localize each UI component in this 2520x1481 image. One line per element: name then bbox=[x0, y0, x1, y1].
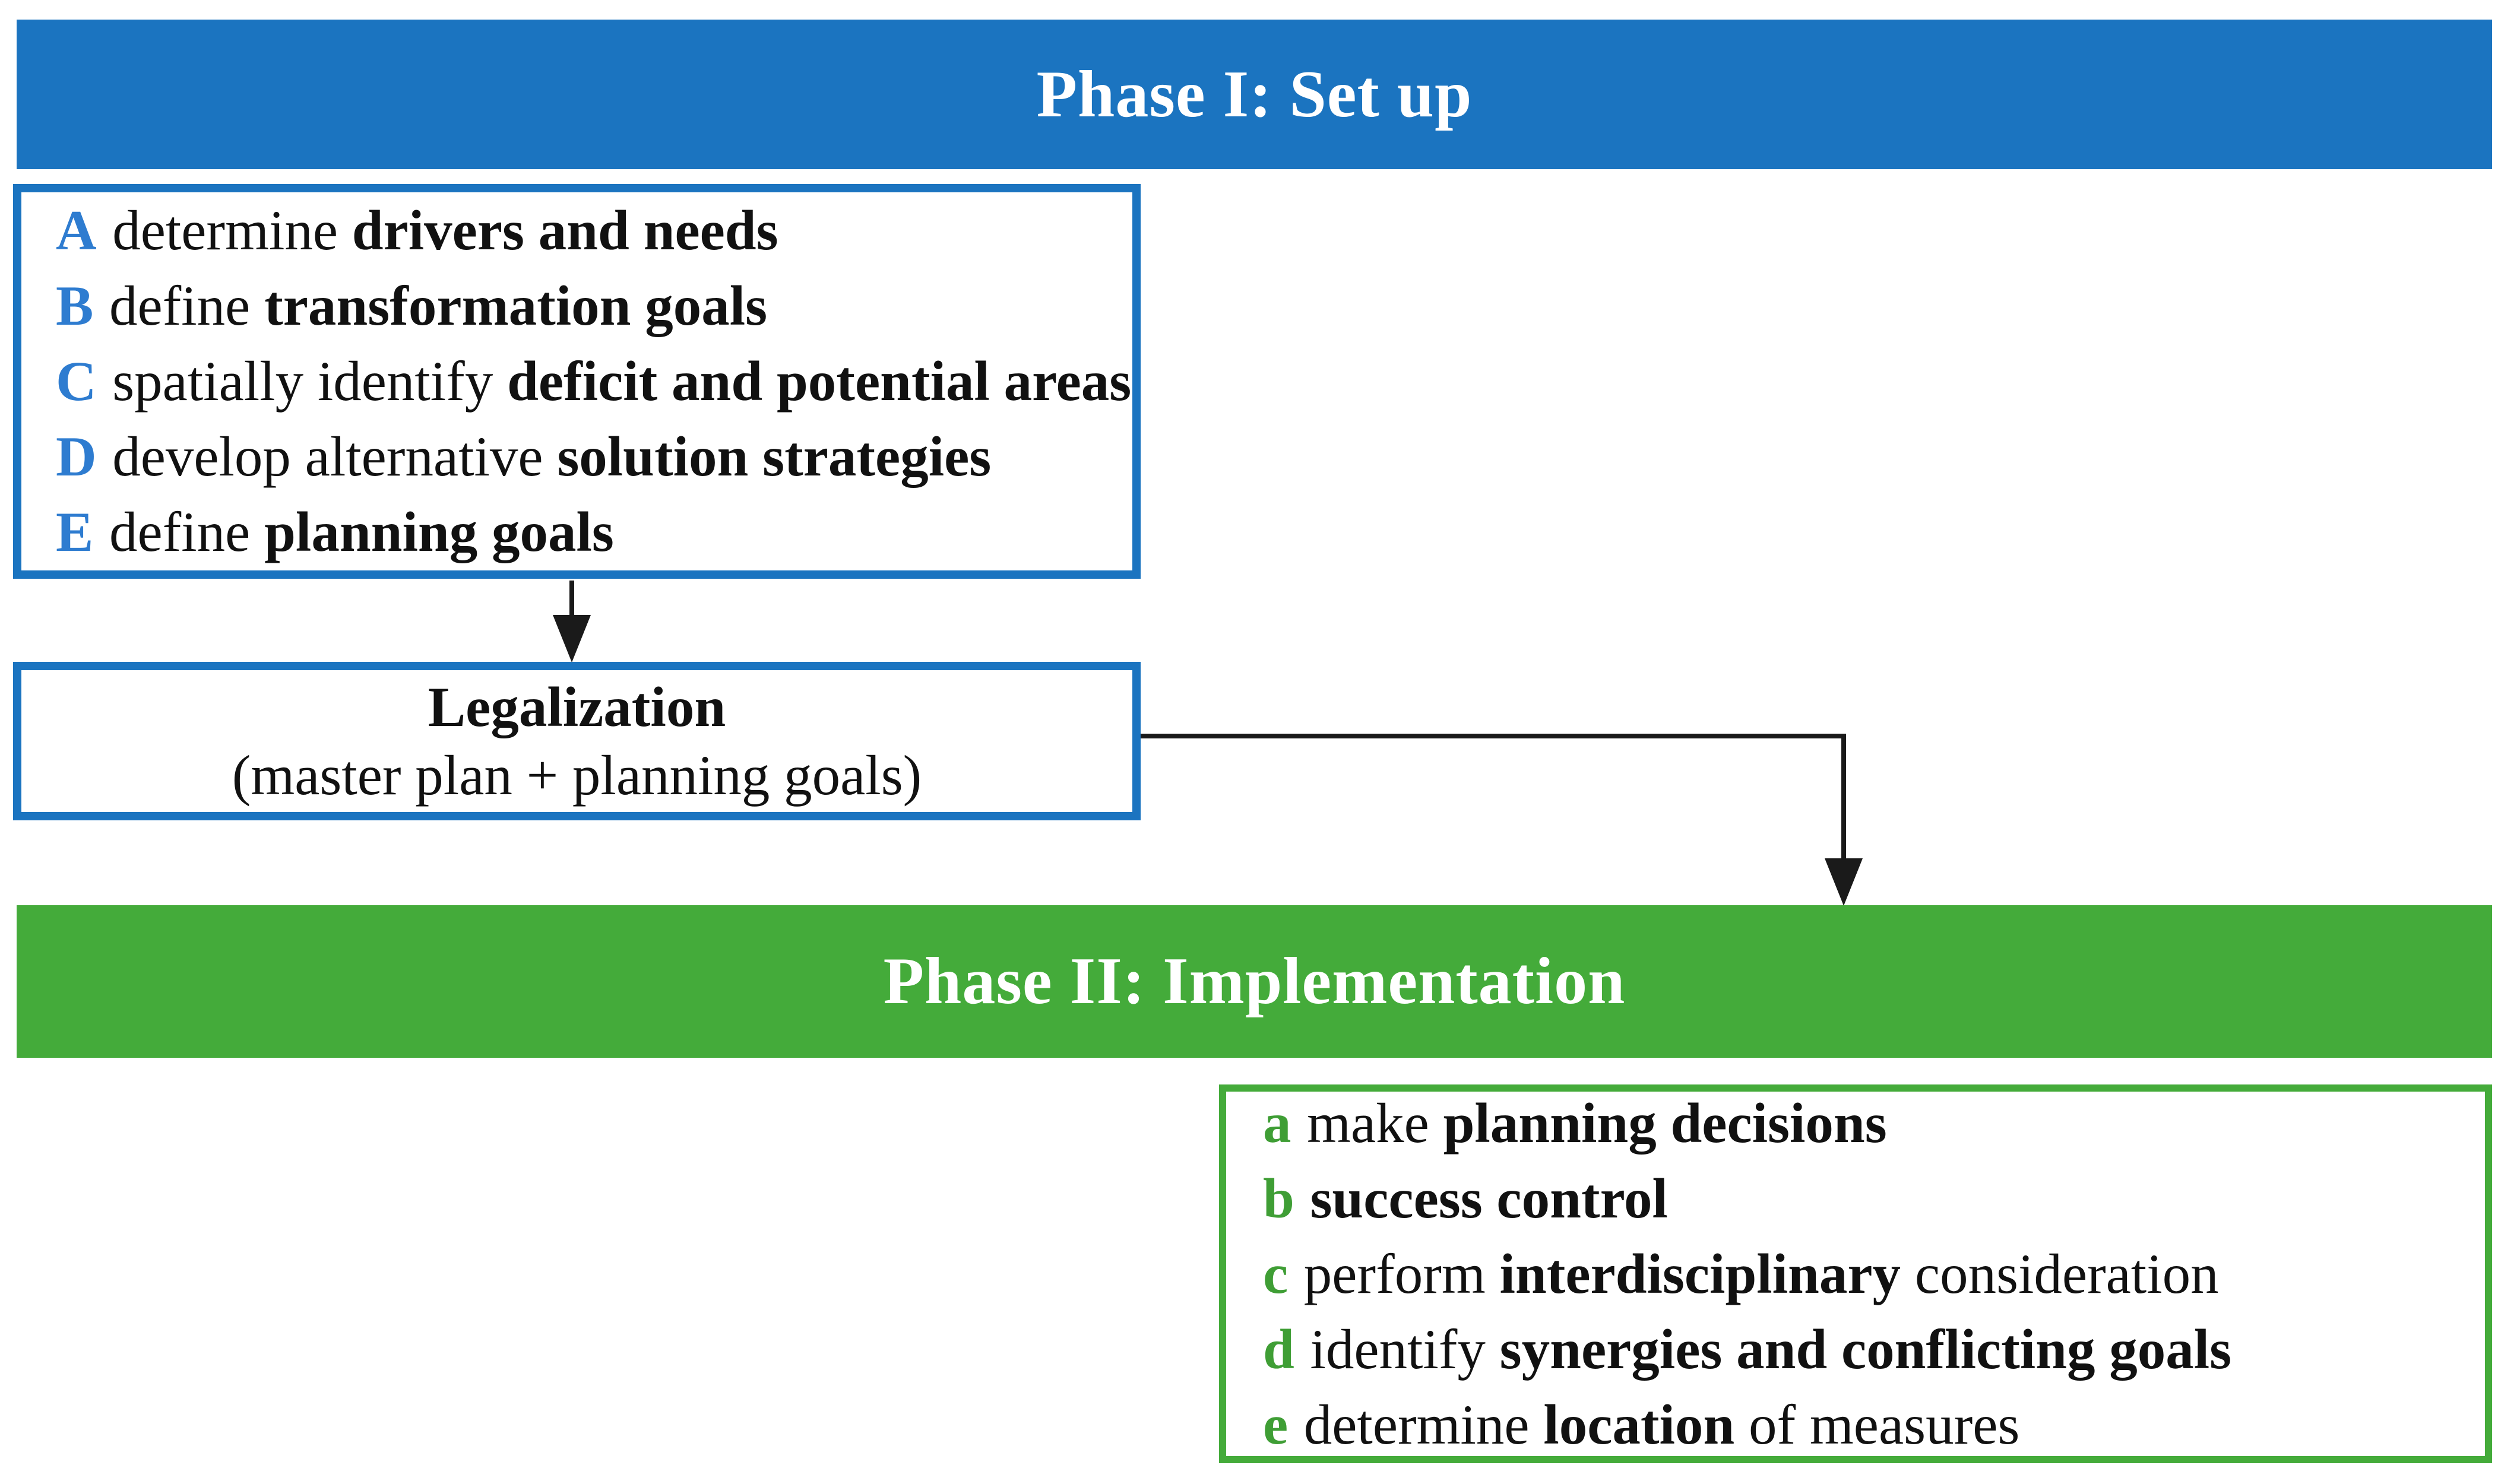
arrow-setup-to-legalization-line bbox=[569, 581, 574, 620]
step-letter: c bbox=[1263, 1242, 1289, 1305]
step-letter: A bbox=[56, 199, 97, 262]
step-text-segment: planning goals bbox=[264, 500, 614, 563]
step-text-segment: spatially identify bbox=[112, 350, 508, 413]
step-text-segment: transformation goals bbox=[264, 274, 768, 337]
step-letter: a bbox=[1263, 1091, 1291, 1155]
step-letter: B bbox=[56, 274, 94, 337]
step-text-segment: determine bbox=[112, 199, 352, 262]
step-text-segment: interdisciplinary bbox=[1499, 1242, 1901, 1305]
step-letter: C bbox=[56, 350, 97, 413]
step-text-segment: define bbox=[109, 500, 265, 563]
step-letter: d bbox=[1263, 1317, 1294, 1381]
step-text-segment: make bbox=[1307, 1091, 1443, 1155]
step-text-segment: deficit and potential areas bbox=[507, 350, 1132, 413]
arrow-down-icon bbox=[1825, 858, 1863, 906]
step-letter: b bbox=[1263, 1166, 1294, 1230]
legalization-box: Legalization (master plan + planning goa… bbox=[13, 662, 1141, 820]
phase1-header-bar: Phase I: Set up bbox=[17, 20, 2492, 169]
arrow-down-icon bbox=[553, 615, 591, 662]
connector-vertical-line bbox=[1841, 736, 1846, 862]
step-letter: e bbox=[1263, 1393, 1289, 1456]
phase2-header-bar: Phase II: Implementation bbox=[17, 905, 2492, 1058]
step-text-segment: consideration bbox=[1901, 1242, 2219, 1305]
phase1-header-label: Phase I: Set up bbox=[1036, 57, 1473, 131]
step-text-segment: perform bbox=[1303, 1242, 1500, 1305]
step-text-segment: of measures bbox=[1734, 1393, 2020, 1456]
step-text-segment: location bbox=[1543, 1393, 1735, 1456]
connector-horizontal-line bbox=[1141, 734, 1846, 738]
phase2-header-label: Phase II: Implementation bbox=[883, 944, 1626, 1018]
step-text-segment: identify bbox=[1310, 1317, 1500, 1381]
step-text-segment: solution strategies bbox=[557, 425, 992, 488]
legalization-title: Legalization bbox=[428, 675, 726, 738]
step-text-segment: define bbox=[109, 274, 265, 337]
step-text-segment: synergies and conflicting goals bbox=[1499, 1317, 2232, 1381]
step-letter: D bbox=[56, 425, 97, 488]
step-text-segment: drivers and needs bbox=[352, 199, 778, 262]
step-text-segment: planning decisions bbox=[1443, 1091, 1887, 1155]
step-letter: E bbox=[56, 500, 94, 563]
step-text-segment: determine bbox=[1303, 1393, 1544, 1456]
legalization-subtitle: (master plan + planning goals) bbox=[232, 743, 922, 807]
step-text-segment: success control bbox=[1310, 1166, 1668, 1230]
step-text-segment: develop alternative bbox=[112, 425, 558, 488]
